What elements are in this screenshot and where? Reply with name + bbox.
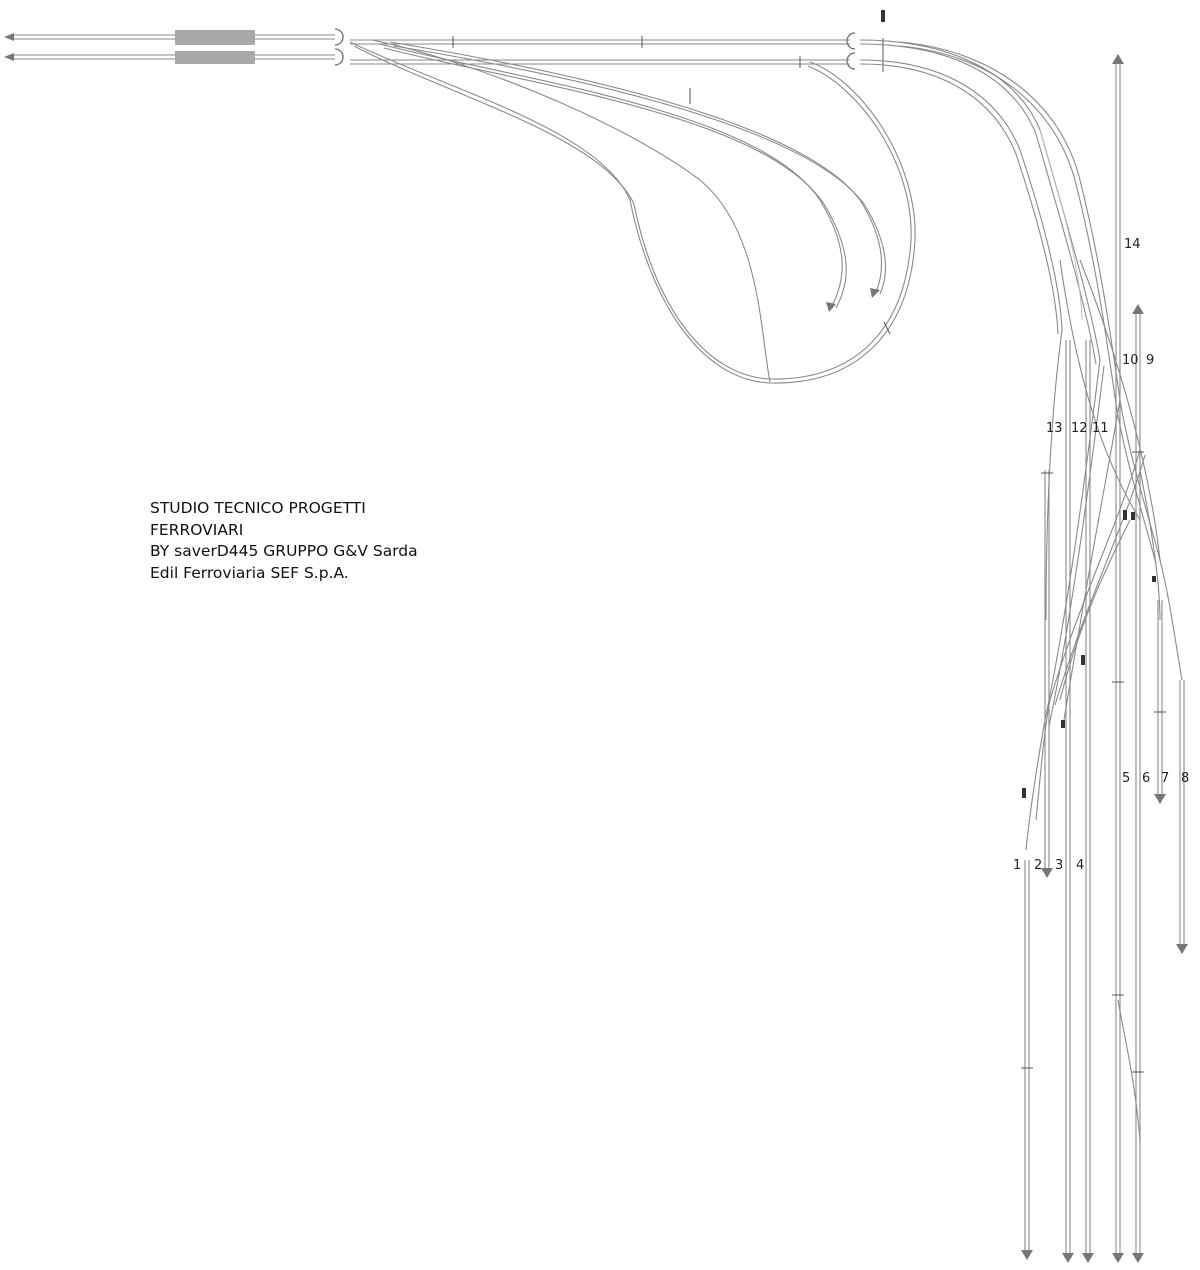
track-label-5: 5 <box>1122 771 1130 786</box>
caption-line-1: STUDIO TECNICO PROGETTI <box>150 499 366 517</box>
signal-yard-1 <box>1123 510 1127 520</box>
caption-line-2: FERROVIARI <box>150 520 244 539</box>
track-6-arrow <box>1132 1253 1144 1263</box>
platform-block-upper <box>175 30 255 45</box>
platform-block-lower <box>175 51 255 64</box>
loop-symbol-1 <box>334 28 344 46</box>
track-10-top-arrow <box>1132 304 1144 314</box>
track-2-arrow <box>1041 868 1053 878</box>
track-labels: 14 10 9 13 12 11 5 6 7 8 1 2 3 4 <box>1013 237 1189 873</box>
signal-yard-6 <box>1152 576 1156 582</box>
track-5-arrow <box>1112 1253 1124 1263</box>
track-label-10: 10 <box>1122 353 1139 368</box>
track-label-9: 9 <box>1146 353 1154 368</box>
track-label-12: 12 <box>1071 421 1088 436</box>
yard-tracks <box>1021 54 1188 1263</box>
west-arrow-upper <box>4 33 14 41</box>
track-label-8: 8 <box>1181 771 1189 786</box>
track-label-14: 14 <box>1124 237 1141 252</box>
signal-yard-4 <box>1061 720 1065 728</box>
track-label-1: 1 <box>1013 858 1021 873</box>
loop-symbol-2 <box>334 48 344 66</box>
loop-arrow-b <box>870 288 880 298</box>
track-label-11: 11 <box>1092 421 1109 436</box>
caption-line-4: Edil Ferroviaria SEF S.p.A. <box>150 563 349 582</box>
signal-top <box>881 10 885 22</box>
track-14-top-arrow <box>1112 54 1124 64</box>
signal-yard-5 <box>1022 788 1026 798</box>
loop-arrow-a <box>826 302 836 312</box>
track-4-arrow <box>1082 1253 1094 1263</box>
loop-symbol-3 <box>846 32 856 50</box>
track-3-arrow <box>1062 1253 1074 1263</box>
track-label-3: 3 <box>1055 858 1063 873</box>
caption-line-3: BY saverD445 GRUPPO G&V Sarda <box>150 542 418 560</box>
mainline-west <box>4 10 885 72</box>
track-label-4: 4 <box>1076 858 1084 873</box>
studio-caption: STUDIO TECNICO PROGETTI FERROVIARI BY sa… <box>150 498 418 584</box>
track-1-arrow <box>1021 1250 1033 1260</box>
loop-tracks <box>349 39 916 384</box>
track-label-6: 6 <box>1142 771 1150 786</box>
west-arrow-lower <box>4 53 14 61</box>
loop-symbol-4 <box>846 52 856 70</box>
track-8-arrow <box>1176 944 1188 954</box>
track-label-13: 13 <box>1046 421 1063 436</box>
signal-yard-2 <box>1131 512 1135 520</box>
track-label-7: 7 <box>1161 771 1169 786</box>
signal-yard-3 <box>1081 655 1085 665</box>
curve-to-yard <box>859 39 1183 851</box>
track-label-2: 2 <box>1034 858 1042 873</box>
track-7-arrow <box>1154 794 1166 804</box>
